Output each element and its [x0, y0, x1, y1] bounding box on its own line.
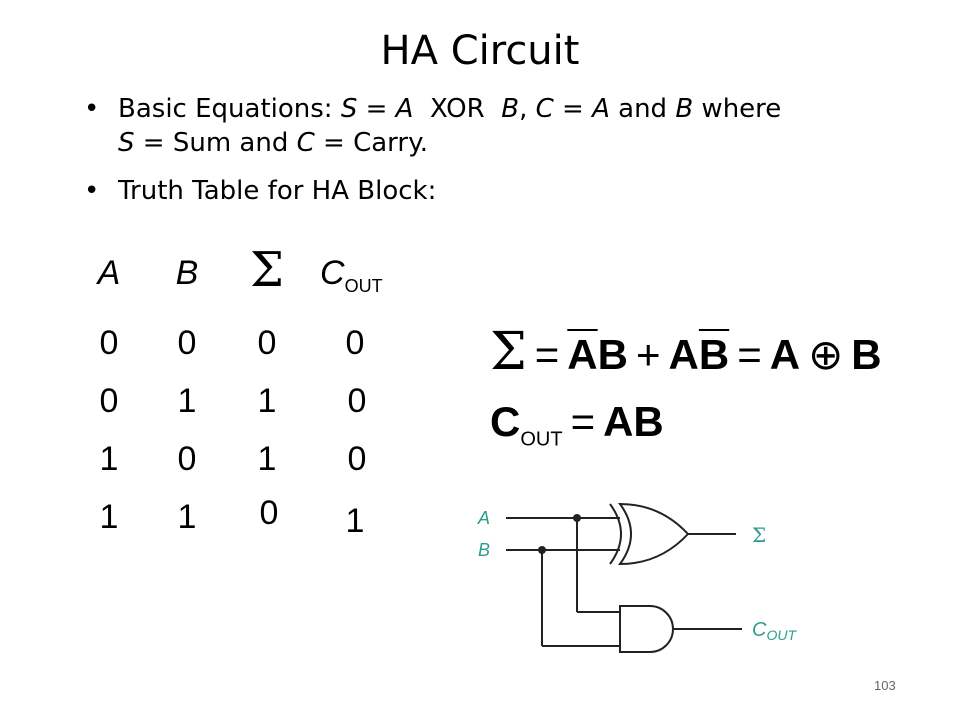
var-a: A: [592, 94, 610, 124]
text-prefix: Basic Equations:: [118, 94, 341, 124]
var-b: B: [501, 94, 520, 124]
cell-r2-sum: 1: [257, 440, 277, 478]
cell-r3-cout: 1: [345, 502, 365, 540]
cell-r3-sum: 0: [259, 494, 279, 532]
term-a: A: [668, 331, 699, 378]
text-and: and: [609, 94, 676, 124]
cout-c: C: [490, 398, 521, 445]
cell-r1-cout: 0: [347, 382, 367, 420]
label-cout: COUT: [752, 619, 797, 643]
sum-equation: Σ=AB+AB=A⊕B: [490, 322, 882, 382]
truth-table: A B Σ COUT 0 0 0 0 0 1 1 0 1 0 1 0 1 1 0…: [84, 242, 424, 550]
half-adder-circuit: A B Σ COUT: [477, 502, 797, 653]
cell-r2-b: 0: [177, 440, 197, 478]
cell-r1-b: 1: [177, 382, 197, 420]
cell-r1-sum: 1: [257, 382, 277, 420]
header-cout: COUT: [320, 254, 410, 297]
cell-r3-b: 1: [177, 498, 197, 536]
equals-sign: =: [737, 331, 762, 378]
slide-title: HA Circuit: [380, 28, 580, 74]
cell-r0-a: 0: [99, 324, 119, 362]
bullet-text: Truth Table for HA Block:: [118, 176, 437, 206]
equals-sign: =: [570, 398, 596, 445]
bullet-list: • Basic Equations: S = A XOR B, C = A an…: [80, 92, 900, 222]
bullet-dot: •: [84, 176, 100, 206]
term-b: B: [851, 331, 882, 378]
text-sum: = Sum and: [134, 128, 297, 158]
bullet-dot: •: [84, 94, 100, 124]
cell-r3-a: 1: [99, 498, 119, 536]
text-xor: XOR: [413, 94, 502, 124]
cout-rhs: AB: [603, 398, 664, 445]
cout-sub: OUT: [520, 428, 563, 451]
text-equals: =: [357, 94, 396, 124]
page-number: 103: [874, 678, 896, 693]
junction-a: [573, 514, 581, 522]
bullet-basic-equations: • Basic Equations: S = A XOR B, C = A an…: [80, 92, 900, 160]
cell-r0-sum: 0: [257, 324, 277, 362]
term-b: B: [597, 331, 628, 378]
sigma-symbol: Σ: [490, 322, 527, 382]
term-a: A: [769, 331, 801, 378]
equals-sign: =: [534, 331, 560, 378]
var-s: S: [340, 94, 358, 124]
var-b: B: [675, 94, 694, 124]
var-s: S: [118, 128, 135, 158]
var-a: A: [395, 94, 414, 124]
text-where: where: [693, 94, 782, 124]
var-c: C: [296, 128, 315, 158]
xor-symbol: ⊕: [808, 331, 844, 378]
bullet-truth-table: • Truth Table for HA Block:: [80, 174, 900, 208]
text-carry: = Carry.: [314, 128, 429, 158]
header-sum: Σ: [250, 242, 284, 298]
and-gate: [619, 605, 674, 653]
label-sum: Σ: [752, 523, 766, 547]
xor-extra-curve: [609, 503, 622, 565]
label-cout-sub: OUT: [766, 627, 797, 643]
plus-sign: +: [635, 331, 661, 378]
header-b: B: [175, 254, 199, 292]
cout-equation: COUT =AB: [490, 398, 664, 451]
header-cout-sub: OUT: [344, 275, 383, 296]
label-a: A: [477, 508, 490, 528]
cell-r0-cout: 0: [345, 324, 365, 362]
header-a: A: [97, 254, 121, 292]
label-b: B: [478, 540, 490, 560]
b-bar: B: [698, 331, 730, 378]
label-cout-c: C: [752, 619, 767, 641]
var-c: C: [535, 94, 554, 124]
a-bar: A: [567, 331, 598, 378]
cell-r1-a: 0: [99, 382, 119, 420]
junction-b: [538, 546, 546, 554]
header-cout-c: C: [320, 254, 345, 292]
cell-r0-b: 0: [177, 324, 197, 362]
cell-r2-cout: 0: [347, 440, 367, 478]
text-equals: =: [553, 94, 593, 124]
text-sep: ,: [519, 94, 536, 124]
xor-gate: [618, 502, 690, 566]
cell-r2-a: 1: [99, 440, 119, 478]
